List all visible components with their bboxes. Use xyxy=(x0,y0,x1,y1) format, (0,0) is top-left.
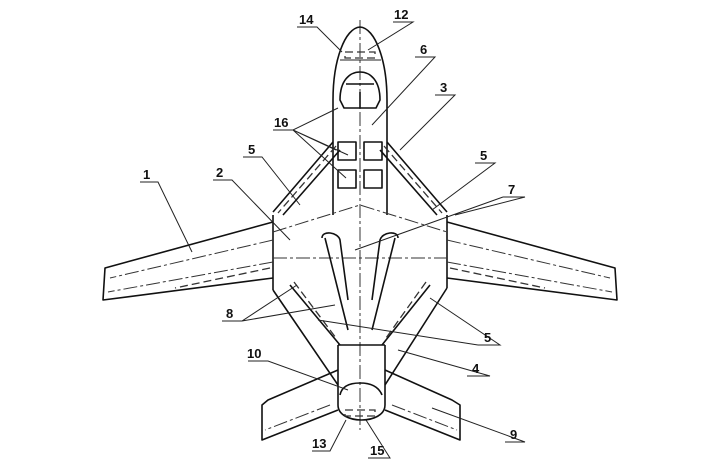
label-10: 10 xyxy=(247,346,261,361)
label-2: 2 xyxy=(216,165,223,180)
engine-nacelle xyxy=(321,232,399,331)
right-aileron xyxy=(449,267,546,289)
front-strut-left-flap xyxy=(277,145,337,214)
right-elevator xyxy=(391,404,458,431)
label-13: 13 xyxy=(312,436,326,451)
rear-fuselage xyxy=(337,344,386,421)
label-7: 7 xyxy=(508,182,515,197)
label-8: 8 xyxy=(226,306,233,321)
cockpit-canopy xyxy=(339,71,381,109)
label-1: 1 xyxy=(143,167,150,182)
wing-box-datum xyxy=(272,204,448,259)
right-wing-datum xyxy=(446,239,613,293)
label-6: 6 xyxy=(420,42,427,57)
left-elevator xyxy=(264,404,331,431)
left-stabilizer xyxy=(261,369,339,441)
front-strut-left xyxy=(272,141,341,216)
label-5-rear: 5 xyxy=(484,330,491,345)
rear-strut-right xyxy=(381,284,448,386)
label-14: 14 xyxy=(299,12,314,27)
cabin-windows xyxy=(337,141,383,189)
label-12: 12 xyxy=(394,7,408,22)
label-5-front-right: 5 xyxy=(480,148,487,163)
label-4: 4 xyxy=(472,361,480,376)
right-stabilizer xyxy=(384,369,461,441)
rear-strut-left xyxy=(272,284,341,386)
label-16: 16 xyxy=(274,115,288,130)
center-wing-box xyxy=(272,215,448,290)
front-strut-right xyxy=(379,141,448,216)
left-aileron xyxy=(174,267,271,289)
front-strut-right-flap xyxy=(383,145,443,214)
tail-antenna xyxy=(344,409,376,417)
label-9: 9 xyxy=(510,427,517,442)
label-3: 3 xyxy=(440,80,447,95)
right-wing xyxy=(446,221,618,301)
label-5-front-left: 5 xyxy=(248,142,255,157)
label-15: 15 xyxy=(370,443,384,458)
leader-lines xyxy=(140,21,526,459)
left-wing-datum xyxy=(107,239,274,293)
nose-antenna xyxy=(344,51,376,59)
